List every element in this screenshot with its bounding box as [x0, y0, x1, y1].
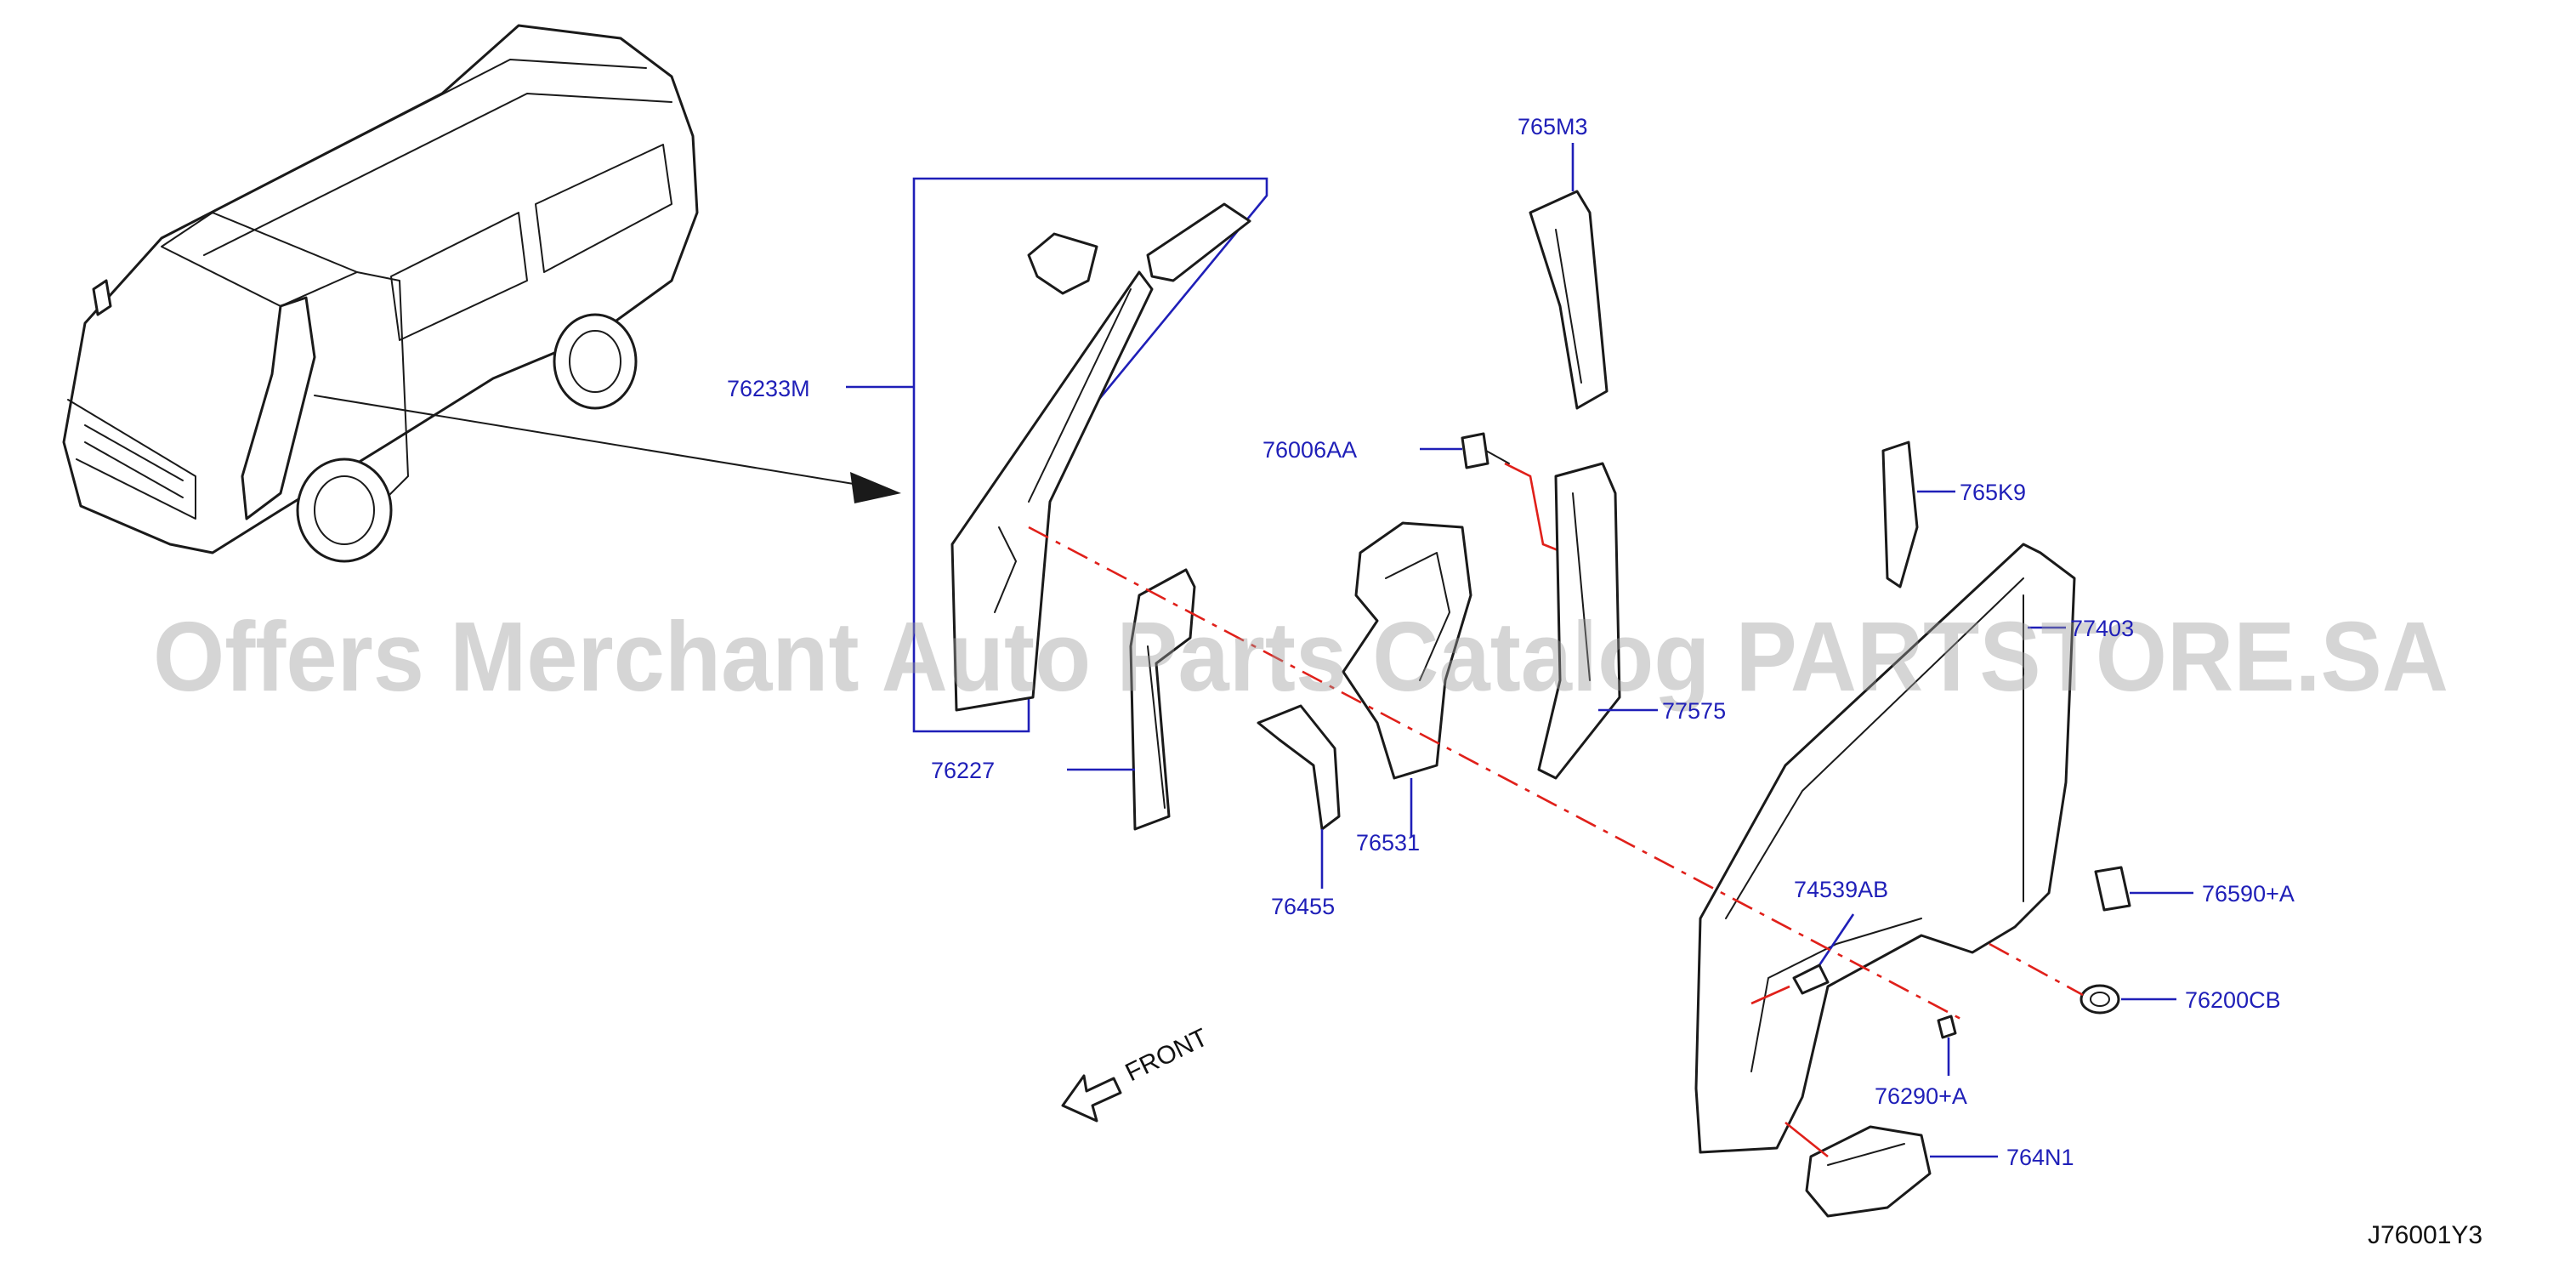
label-76590A: 76590+A [2202, 881, 2295, 907]
part-765M3 [1529, 143, 1609, 410]
label-765M3: 765M3 [1518, 114, 1588, 139]
label-77575: 77575 [1662, 698, 1726, 724]
part-group-76233M [846, 177, 1268, 733]
alignment-line-short [1989, 942, 2084, 997]
part-765K9 [1881, 441, 1955, 588]
label-77403: 77403 [2070, 616, 2134, 641]
part-side-frame [1694, 543, 2076, 1154]
part-76200CB [2080, 984, 2176, 1015]
part-74539AB [1750, 913, 1855, 1005]
part-76455 [1257, 704, 1341, 889]
part-76590A [2094, 866, 2193, 912]
label-76531: 76531 [1356, 830, 1420, 856]
label-76227: 76227 [931, 758, 995, 783]
label-765K9: 765K9 [1960, 480, 2026, 505]
van-illustration [62, 24, 901, 563]
label-76455: 76455 [1271, 894, 1335, 919]
part-labels: 76233M 76227 76455 76531 765M3 76006AA 7… [727, 114, 2295, 1170]
diagram-code: J76001Y3 [2368, 1221, 2482, 1249]
part-76227 [1067, 568, 1196, 831]
label-76290A: 76290+A [1875, 1083, 1967, 1109]
watermark: Offers Merchant Auto Parts Catalog PARTS… [153, 601, 2448, 712]
part-764N1 [1784, 1121, 1998, 1218]
label-76200CB: 76200CB [2185, 987, 2281, 1013]
front-label: FRONT [1121, 1023, 1212, 1087]
part-76290A [1937, 1015, 1957, 1076]
label-764N1: 764N1 [2006, 1145, 2074, 1170]
part-76531 [1342, 521, 1472, 838]
label-76233M: 76233M [727, 376, 810, 401]
part-76006AA [1420, 432, 1565, 554]
label-74539AB: 74539AB [1794, 877, 1888, 902]
front-arrow: FRONT [1061, 1023, 1212, 1123]
part-77575 [1537, 462, 1658, 780]
label-76006AA: 76006AA [1262, 437, 1357, 463]
